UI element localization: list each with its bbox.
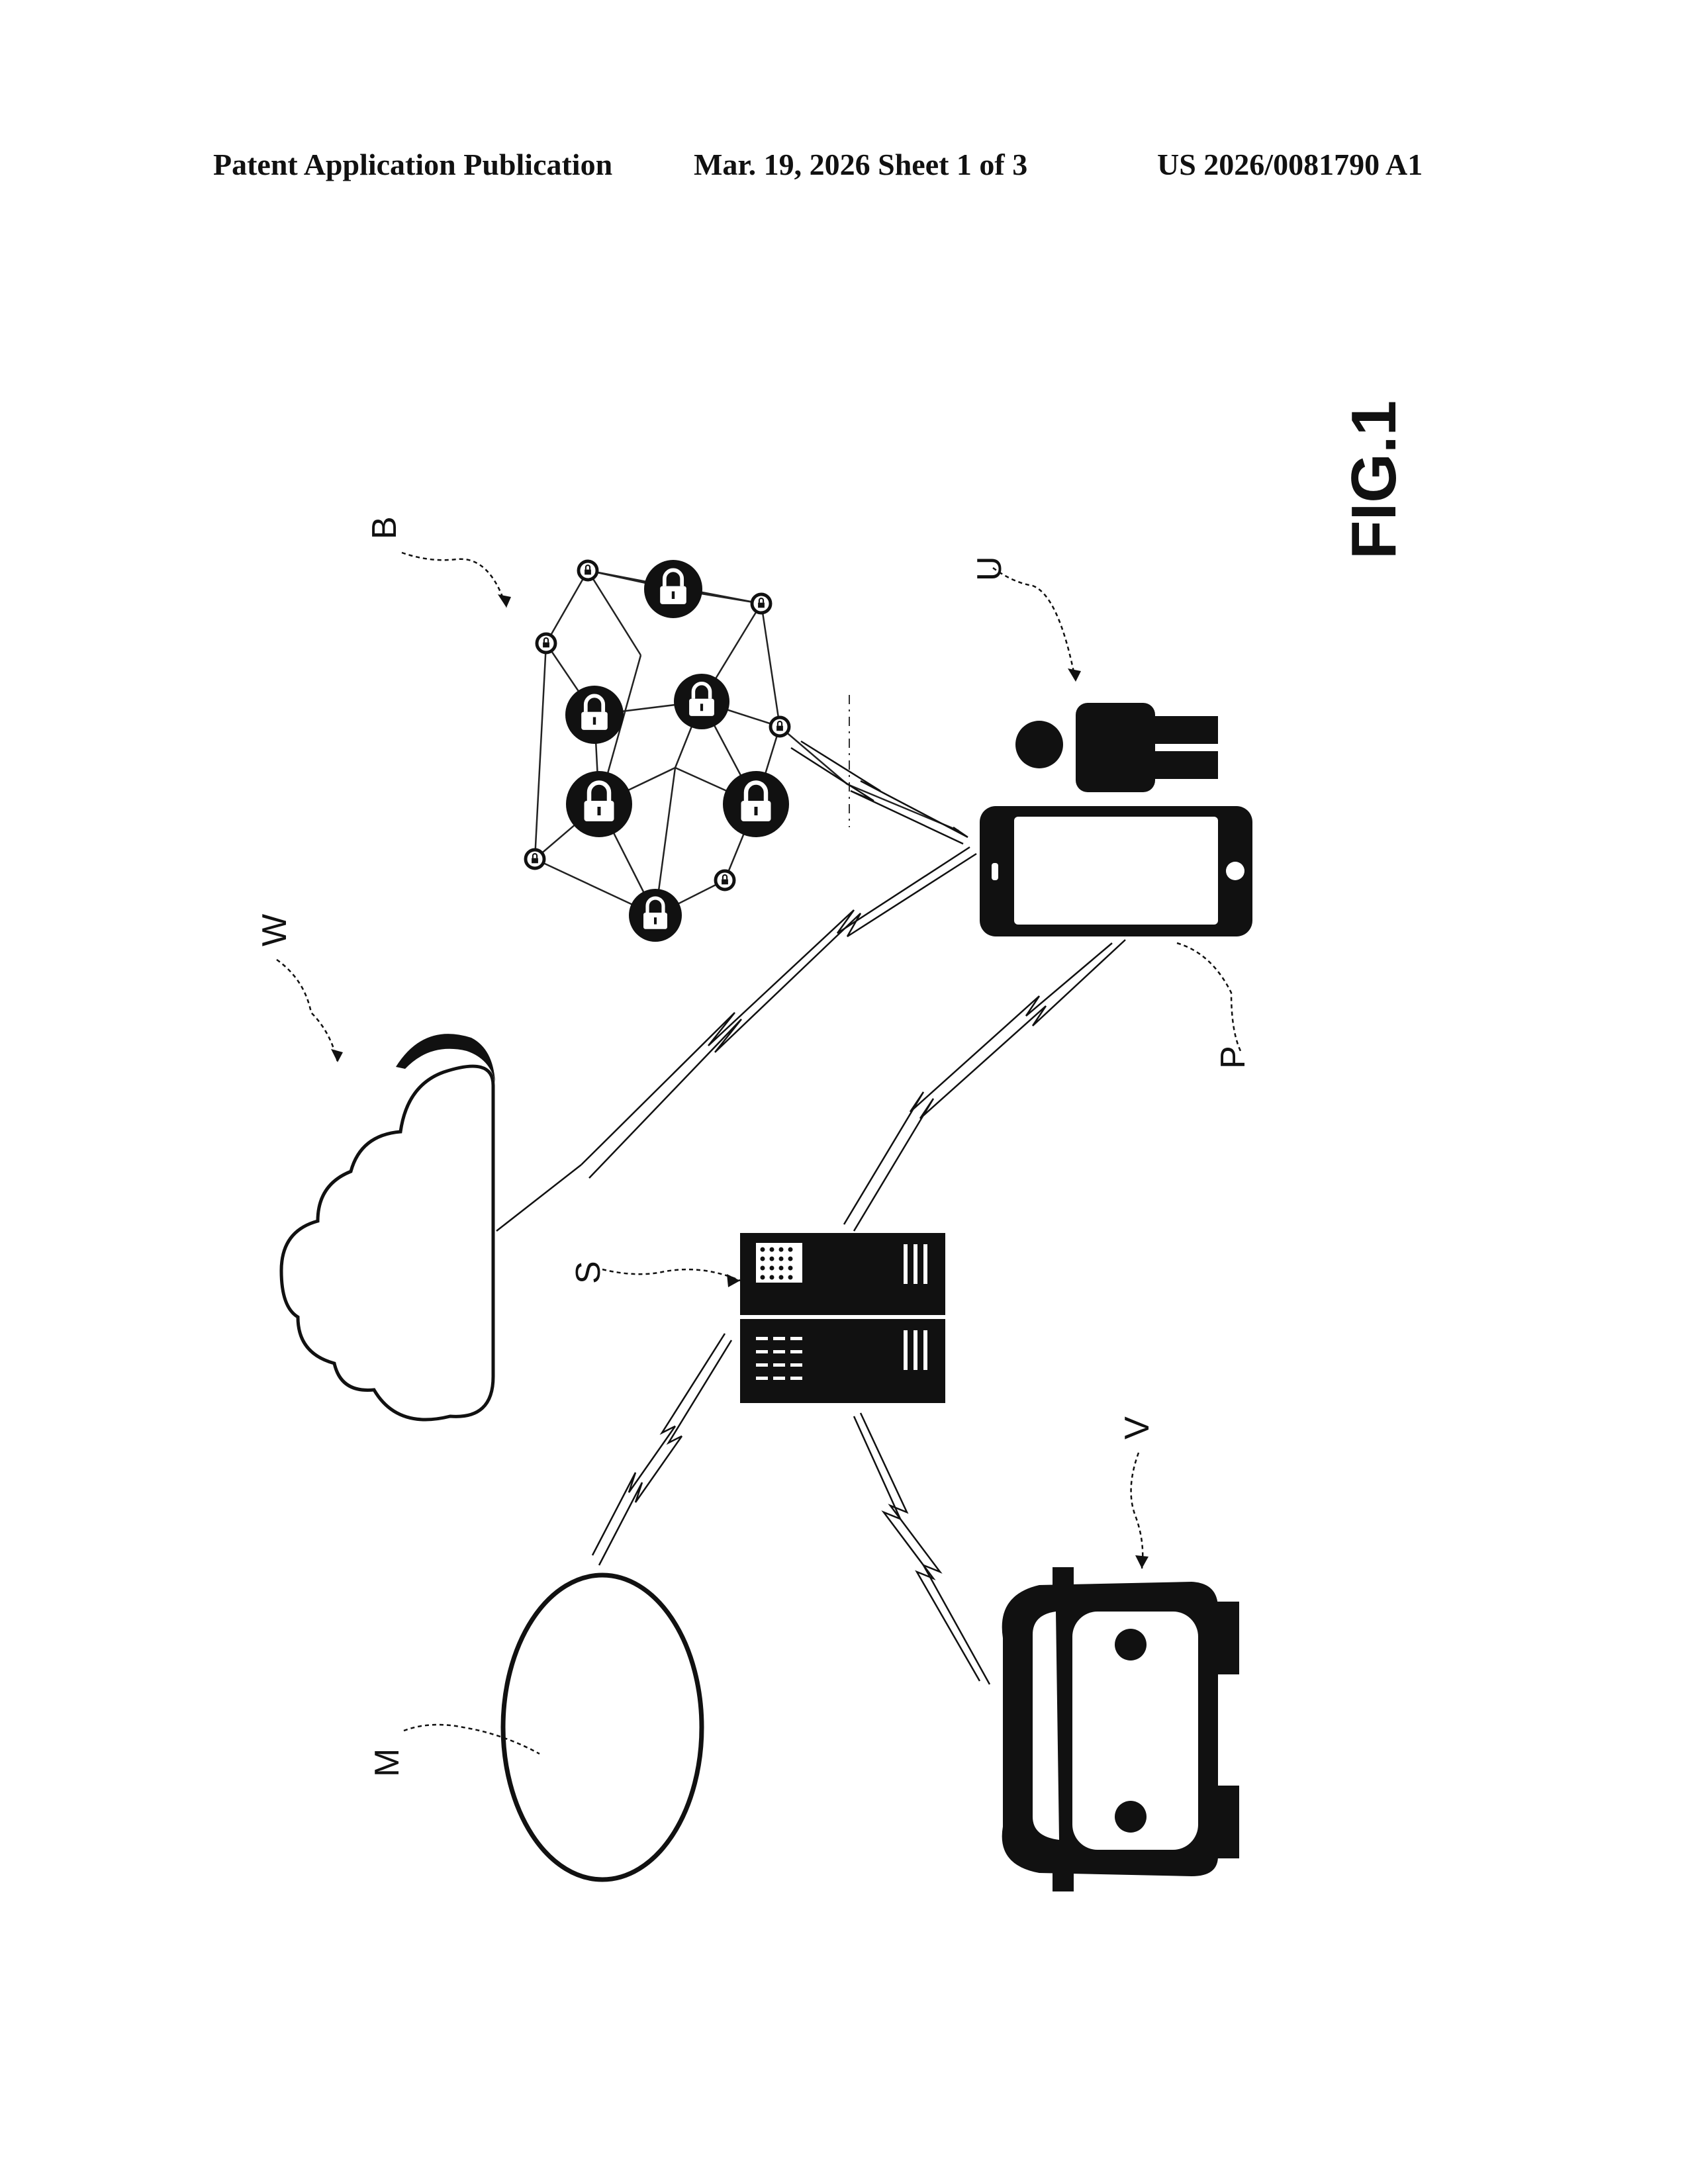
- label-memory: M: [368, 1749, 406, 1777]
- smartphone-icon: [980, 806, 1252, 936]
- figure-title: FIG.1: [1338, 400, 1409, 559]
- cloud-icon: [281, 1034, 495, 1420]
- user-icon: [1015, 703, 1218, 792]
- label-server: S: [569, 1261, 608, 1284]
- server-icon: [740, 1233, 945, 1403]
- label-cloud: W: [256, 914, 294, 946]
- label-vehicle: V: [1118, 1416, 1156, 1439]
- blockchain-lock-nodes: [565, 560, 789, 942]
- memory-ellipse: [503, 1575, 702, 1880]
- vehicle-icon: [1002, 1567, 1239, 1891]
- label-phone: P: [1214, 1046, 1252, 1069]
- label-blockchain: B: [365, 516, 404, 539]
- label-user: U: [970, 556, 1009, 581]
